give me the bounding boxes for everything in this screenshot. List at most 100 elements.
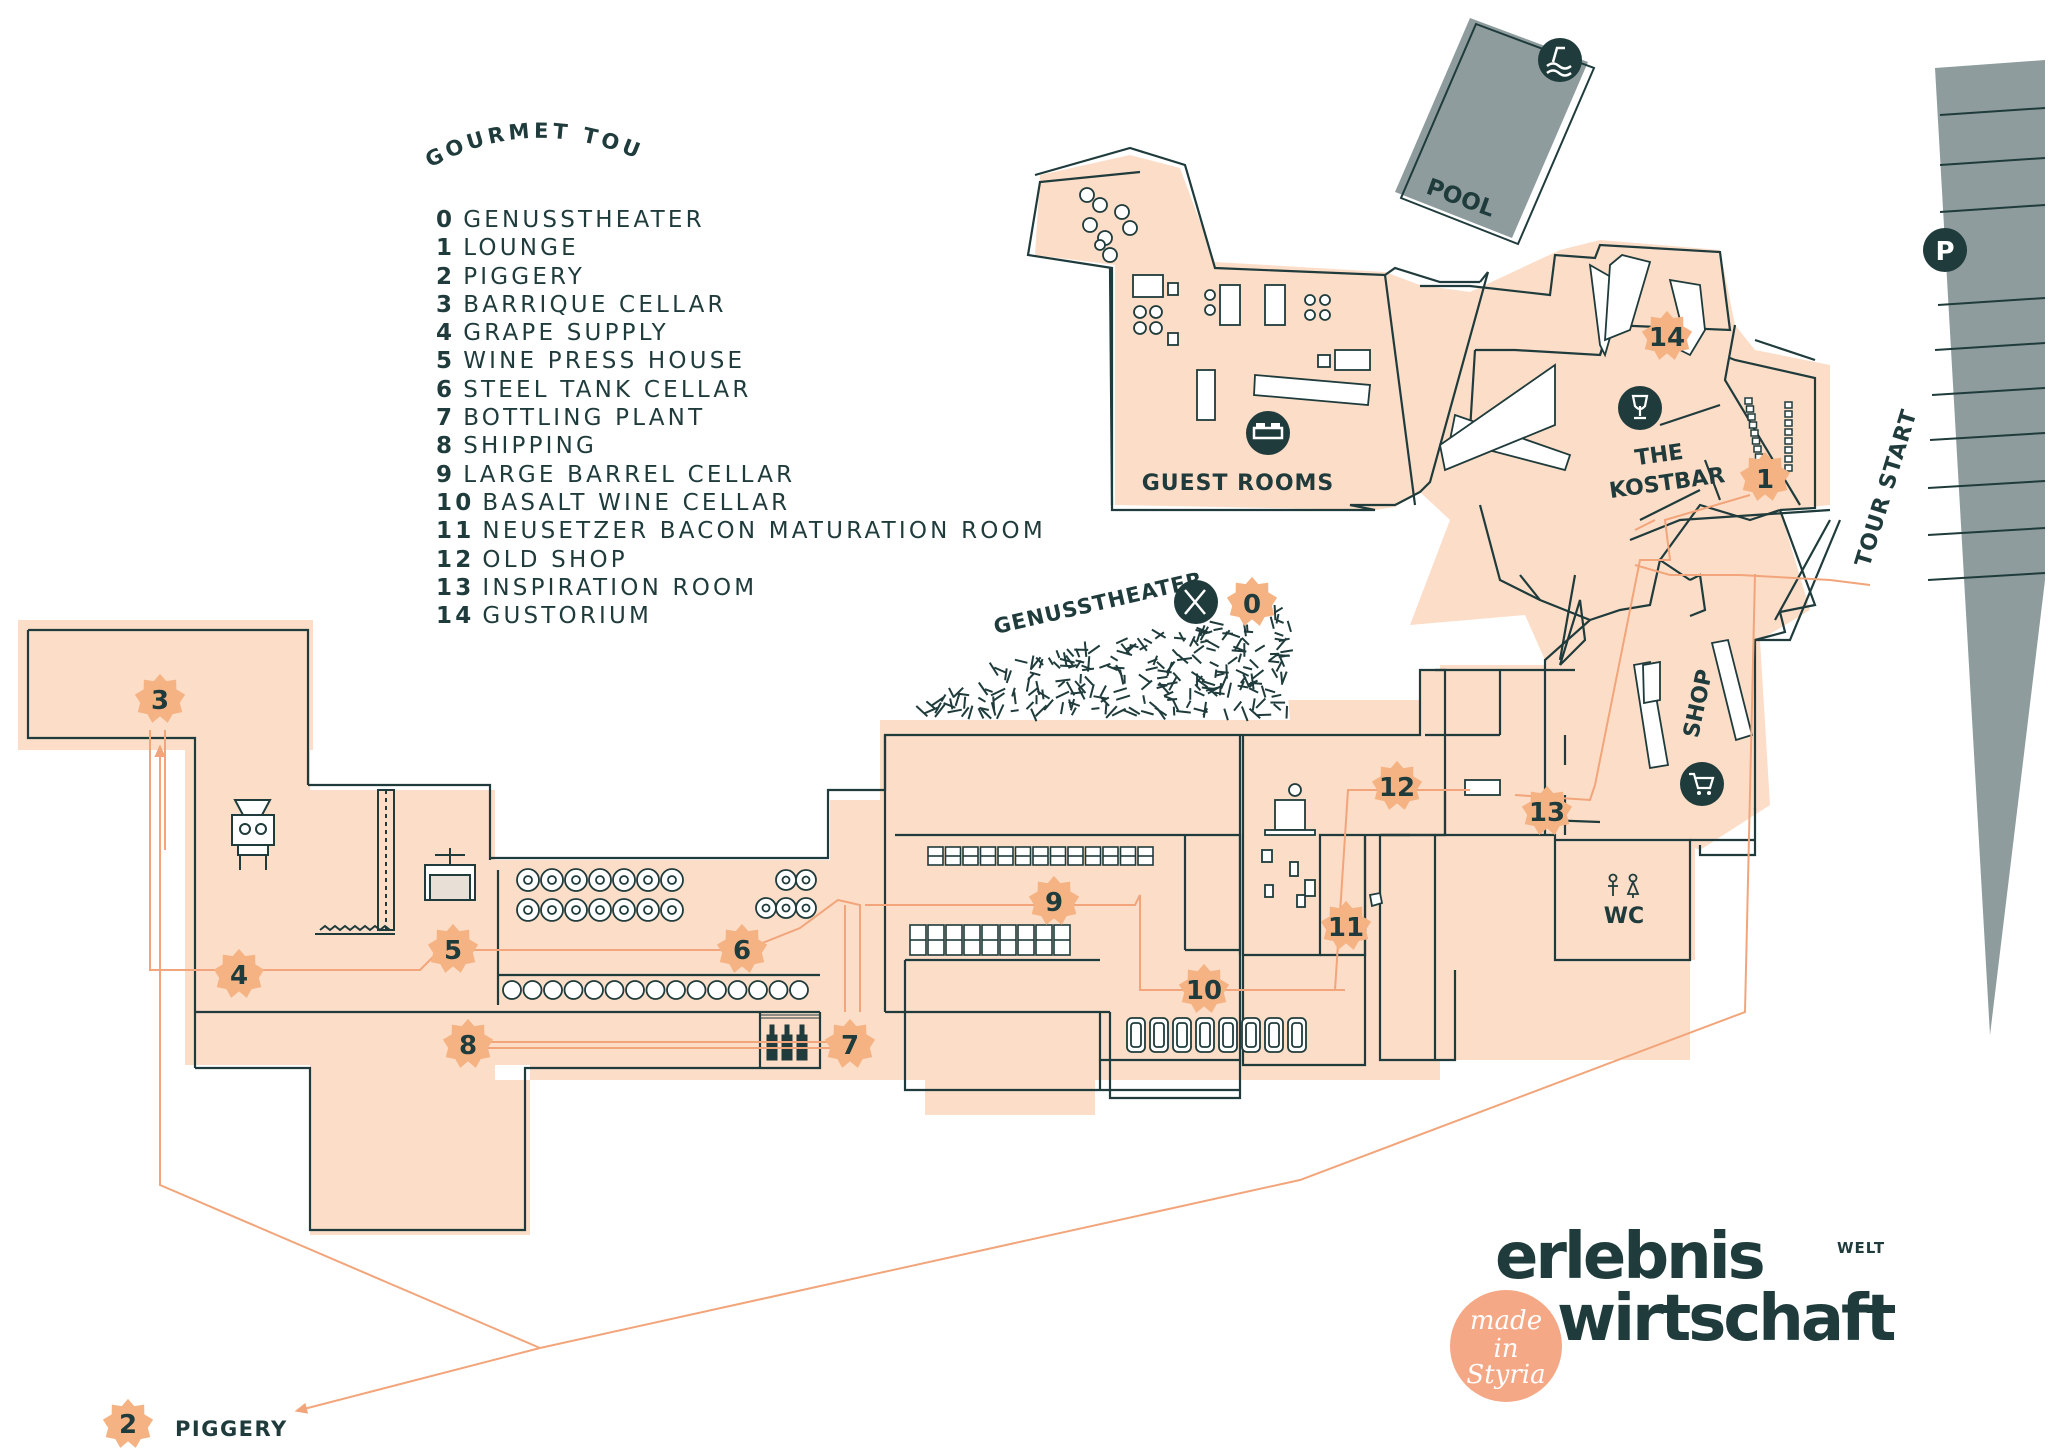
swimmer-icon bbox=[1538, 38, 1582, 82]
piggery-label: PIGGERY bbox=[175, 1417, 288, 1441]
erlebniswelt-logo: erlebnis WELT wirtschaft bbox=[1495, 1225, 1925, 1365]
bar-stool bbox=[1753, 445, 1762, 453]
basalt-cellar-tanks bbox=[1126, 1017, 1307, 1053]
bar-stool bbox=[1784, 446, 1793, 454]
bar-stool bbox=[1744, 397, 1753, 405]
steel-tank bbox=[540, 868, 564, 892]
wine-press bbox=[424, 848, 476, 901]
stop-8-marker[interactable]: 8 bbox=[442, 1018, 494, 1068]
steel-tank bbox=[755, 897, 777, 919]
tour-route bbox=[149, 494, 1871, 1414]
stop-10-marker[interactable]: 10 bbox=[1178, 963, 1230, 1013]
svg-text:13: 13 bbox=[1529, 798, 1565, 828]
logo-welt: WELT bbox=[1837, 1239, 1886, 1257]
old-shop-furniture bbox=[1261, 779, 1501, 908]
steel-tank bbox=[564, 868, 588, 892]
steel-tank bbox=[540, 898, 564, 922]
stop-13-marker[interactable]: 13 bbox=[1521, 785, 1573, 835]
stop-3-marker[interactable]: 3 bbox=[134, 673, 186, 723]
logo-line2: wirtschaft bbox=[1557, 1282, 1896, 1356]
made-in-styria-badge: made in Styria bbox=[1450, 1290, 1562, 1402]
small-tank bbox=[625, 980, 645, 1000]
svg-text:4: 4 bbox=[230, 961, 248, 991]
steel-tanks bbox=[502, 868, 817, 1000]
guest-rooms-label: GUEST ROOMS bbox=[1142, 471, 1335, 496]
logo-line1: erlebnis bbox=[1495, 1220, 1766, 1294]
steel-tank bbox=[660, 868, 684, 892]
svg-text:11: 11 bbox=[1328, 913, 1364, 943]
steel-tank bbox=[795, 869, 817, 891]
stop-7-marker[interactable]: 7 bbox=[824, 1018, 876, 1068]
conveyor bbox=[315, 789, 395, 935]
svg-text:3: 3 bbox=[151, 686, 169, 716]
bar-stool bbox=[1784, 464, 1793, 472]
stop-11-marker[interactable]: 11 bbox=[1320, 900, 1372, 950]
small-tank bbox=[686, 980, 707, 1000]
stop-1-marker[interactable]: 1 bbox=[1739, 451, 1791, 501]
parking-label: P bbox=[1935, 237, 1954, 267]
steel-tank bbox=[795, 897, 817, 919]
steel-tank bbox=[588, 868, 612, 892]
steel-tank bbox=[516, 898, 540, 922]
small-tank bbox=[707, 980, 727, 1000]
bar-stool bbox=[1784, 437, 1793, 445]
bar-stool bbox=[1784, 410, 1793, 418]
stop-4-marker[interactable]: 4 bbox=[213, 948, 265, 998]
stop-6-marker[interactable]: 6 bbox=[716, 923, 768, 973]
cutlery-icon bbox=[1174, 580, 1218, 624]
stop-9-marker[interactable]: 9 bbox=[1028, 875, 1080, 925]
small-tank bbox=[522, 980, 543, 1000]
bar-stool bbox=[1747, 413, 1756, 421]
stop-14-marker[interactable]: 14 bbox=[1641, 310, 1693, 360]
bar-stool bbox=[1751, 437, 1761, 445]
svg-text:14: 14 bbox=[1649, 323, 1685, 353]
bar-stool bbox=[1784, 455, 1793, 463]
steel-tank bbox=[636, 868, 660, 892]
stop-markers: 0 1 2 3 4 5 6 7 8 9 10 11 12 13 14 bbox=[102, 310, 1791, 1448]
building-walls bbox=[26, 146, 1842, 1232]
tour-start-label: TOUR START bbox=[1851, 406, 1923, 569]
small-tank bbox=[502, 980, 522, 1000]
steel-tank bbox=[564, 898, 588, 922]
svg-text:5: 5 bbox=[444, 936, 462, 966]
guest-rooms-furniture bbox=[1079, 187, 1706, 472]
svg-text:9: 9 bbox=[1045, 888, 1063, 918]
bar-stool bbox=[1748, 421, 1758, 429]
steel-tank bbox=[660, 898, 684, 922]
small-tank bbox=[604, 980, 625, 1000]
bed-icon bbox=[1246, 411, 1290, 455]
small-tank bbox=[584, 980, 604, 1000]
steel-tank bbox=[588, 898, 612, 922]
svg-text:8: 8 bbox=[459, 1031, 477, 1061]
svg-text:10: 10 bbox=[1186, 976, 1222, 1006]
road bbox=[1927, 60, 2046, 1035]
small-tank bbox=[789, 980, 809, 1000]
bar-stool bbox=[1784, 428, 1793, 436]
stop-5-marker[interactable]: 5 bbox=[427, 923, 479, 973]
small-tank bbox=[543, 980, 563, 1000]
steel-tank bbox=[612, 868, 636, 892]
steel-tank bbox=[775, 869, 797, 891]
stop-2-marker[interactable]: 2 bbox=[102, 1398, 154, 1448]
stop-0-marker[interactable]: 0 bbox=[1226, 576, 1278, 626]
small-tank bbox=[748, 980, 768, 1000]
steel-tank bbox=[775, 897, 797, 919]
wine-glass-icon bbox=[1618, 386, 1662, 430]
bar-stool bbox=[1784, 419, 1793, 427]
stop-12-marker[interactable]: 12 bbox=[1371, 760, 1423, 810]
